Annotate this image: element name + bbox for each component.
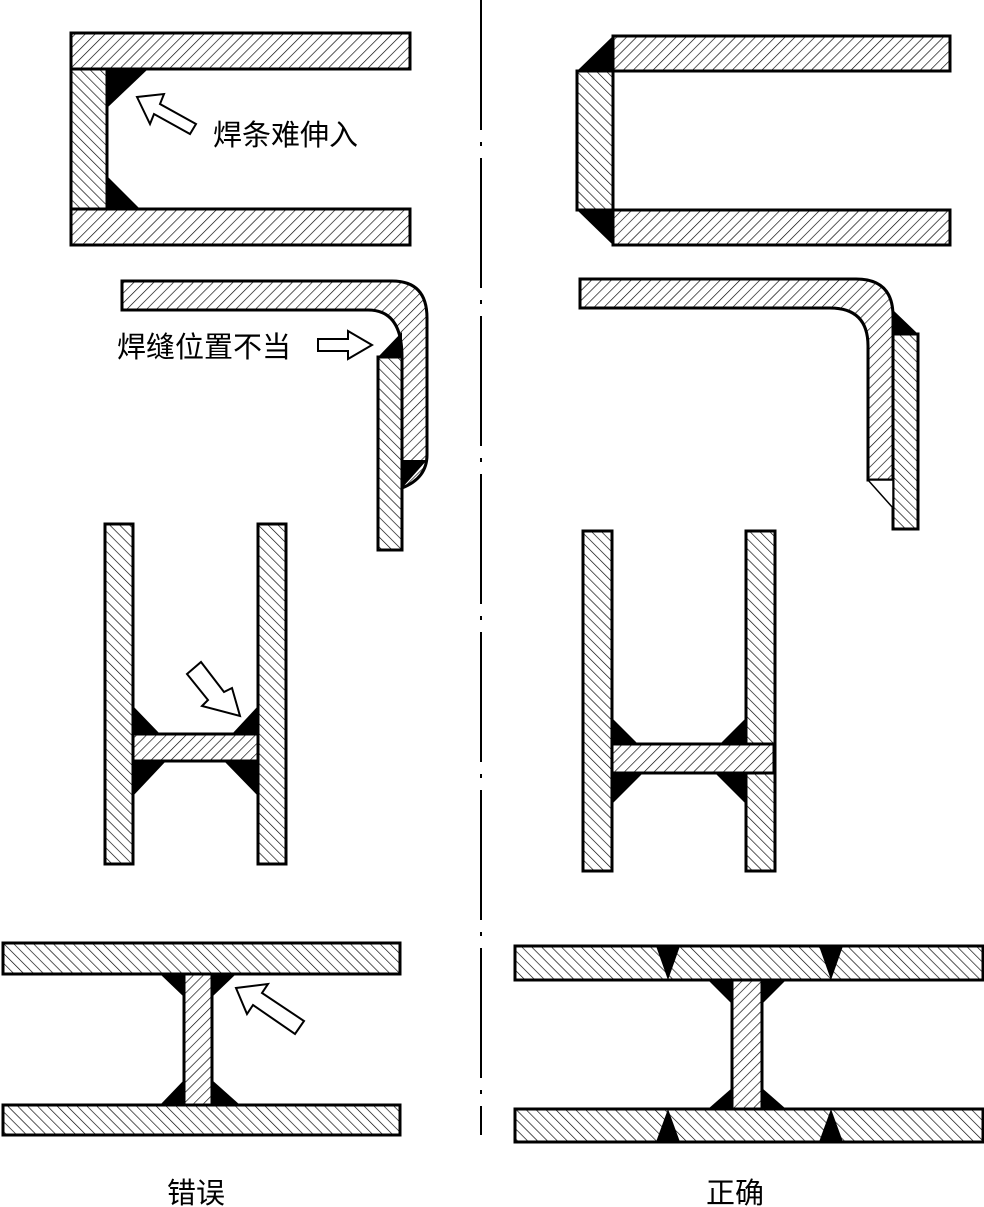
weld-butt xyxy=(656,1109,680,1142)
wrong-channel-joint xyxy=(69,31,412,247)
arrow-icon xyxy=(135,92,198,136)
weld-fillet xyxy=(708,980,732,1004)
label-wrong: 错误 xyxy=(167,1176,225,1207)
weld-fillet xyxy=(107,69,148,108)
weld-fillet xyxy=(577,36,613,71)
weld-fillet xyxy=(708,1088,732,1109)
arrow-icon xyxy=(317,329,374,361)
weld-fillet xyxy=(133,706,160,734)
weld-fillet xyxy=(577,210,613,245)
arrow-icon xyxy=(234,982,306,1036)
weld-fillet xyxy=(893,310,918,334)
weld-fillet xyxy=(762,1088,786,1109)
weld-fillet xyxy=(720,718,746,744)
weld-butt xyxy=(819,946,843,980)
weld-fillet xyxy=(224,761,258,796)
correct-bend-joint xyxy=(578,277,920,531)
weld-fillet xyxy=(212,974,236,997)
weld-fillet xyxy=(378,332,402,357)
weld-fillet xyxy=(107,176,140,209)
weld-fillet xyxy=(160,1080,184,1105)
correct-channel-joint xyxy=(575,34,952,247)
label-correct: 正确 xyxy=(706,1176,764,1207)
weld-fillet xyxy=(612,718,638,744)
correct-i-beam xyxy=(513,944,984,1144)
weld-fillet xyxy=(402,460,427,488)
weld-fillet xyxy=(133,761,166,796)
weld-fillet xyxy=(232,706,258,734)
weld-fillet xyxy=(212,1080,240,1105)
weld-fillet xyxy=(160,974,184,997)
wrong-i-beam xyxy=(1,941,402,1137)
wrong-bend-joint xyxy=(120,279,429,552)
weld-fillet xyxy=(762,980,786,1004)
label-hard-to-reach: 焊条难伸入 xyxy=(213,118,358,152)
weld-butt xyxy=(819,1109,843,1142)
weld-butt xyxy=(656,946,680,980)
correct-h-joint xyxy=(581,529,777,873)
arrow-icon xyxy=(185,660,242,718)
weld-fillet xyxy=(612,773,643,804)
label-bad-position: 焊缝位置不当 xyxy=(117,330,291,364)
weld-fillet xyxy=(866,479,894,510)
weld-fillet xyxy=(715,773,746,804)
wrong-h-joint xyxy=(103,522,288,866)
